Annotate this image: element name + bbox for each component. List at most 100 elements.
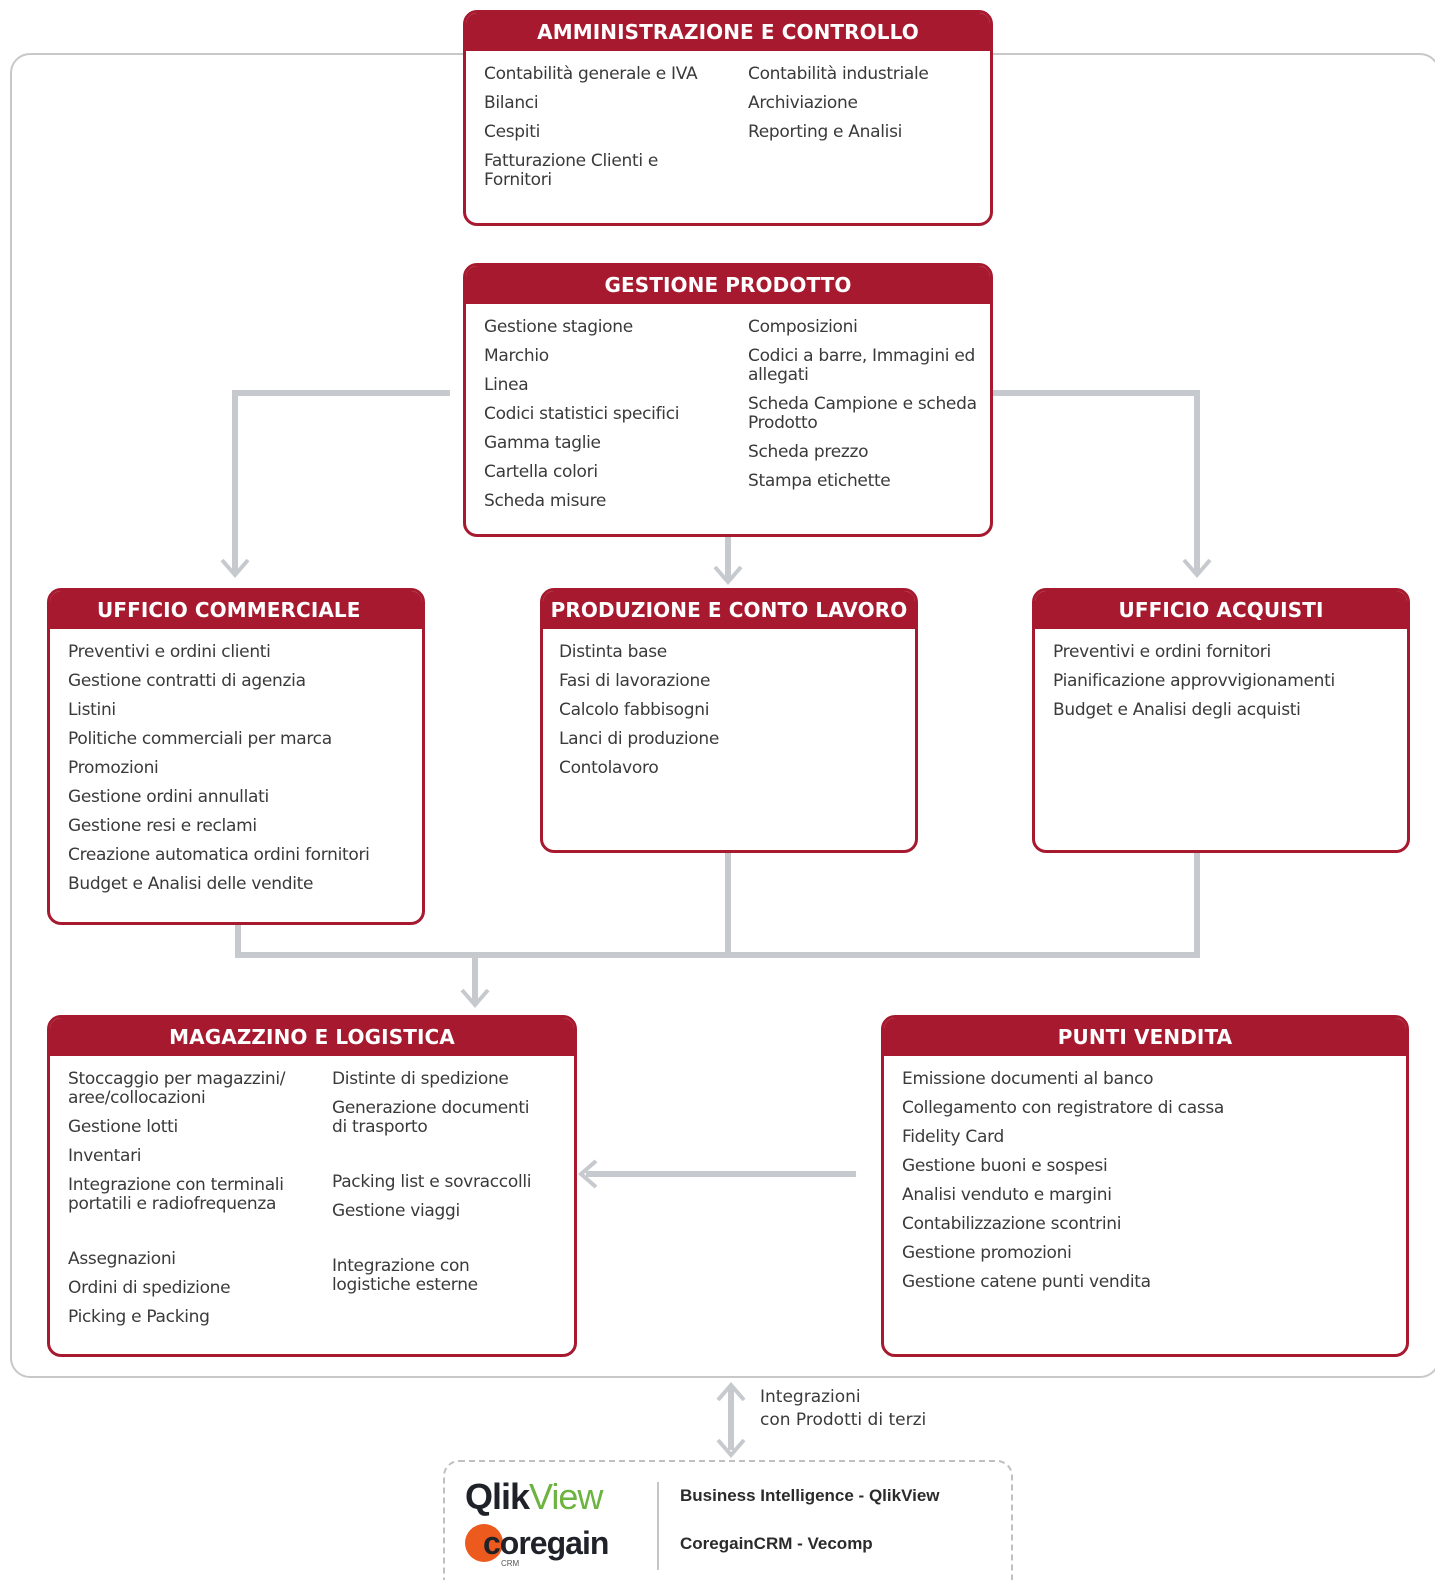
partners-box: QlikView coregain CRM Business Intellige…	[443, 1460, 1013, 1580]
box-produzione-conto-lavoro: PRODUZIONE E CONTO LAVORO Distinta base …	[540, 588, 918, 853]
list-item: Distinte di spedizione	[332, 1069, 509, 1089]
arrowhead-acquisti	[1182, 558, 1212, 579]
list-item: Scheda misure	[484, 491, 607, 511]
coregain-circle-icon	[465, 1524, 503, 1562]
list-item: Scheda Campione e scheda Prodotto	[748, 394, 977, 433]
connector-prodotto-commerciale	[232, 390, 450, 573]
list-item: Gestione contratti di agenzia	[68, 671, 306, 691]
arrowhead-integration-down	[716, 1438, 746, 1459]
list-item: Integrazione con logistiche esterne	[332, 1256, 478, 1295]
list-item: Inventari	[68, 1146, 142, 1166]
list-item: Promozioni	[68, 758, 159, 778]
list-col-2: Distinte di spedizione Generazione docum…	[332, 1070, 557, 1305]
list-item: Budget e Analisi degli acquisti	[1053, 700, 1301, 720]
list-item: Bilanci	[484, 93, 539, 113]
arrowhead-commerciale	[220, 558, 250, 579]
coregain-logo-sub: CRM	[501, 1559, 520, 1568]
box-title: UFFICIO COMMERCIALE	[50, 591, 422, 629]
arrowhead-integration-up	[716, 1381, 746, 1402]
list-item: Codici a barre, Immagini ed allegati	[748, 346, 975, 385]
partner-divider	[657, 1482, 659, 1570]
list-col-1: Gestione stagione Marchio Linea Codici s…	[484, 318, 724, 521]
box-punti-vendita: PUNTI VENDITA Emissione documenti al ban…	[881, 1015, 1409, 1357]
list-item: Gestione stagione	[484, 317, 633, 337]
list-item: Gamma taglie	[484, 433, 601, 453]
box-magazzino-logistica: MAGAZZINO E LOGISTICA Stoccaggio per mag…	[47, 1015, 577, 1357]
integration-label: Integrazioni con Prodotti di terzi	[760, 1386, 926, 1432]
integration-label-line1: Integrazioni	[760, 1387, 861, 1407]
list-item: Codici statistici specifici	[484, 404, 680, 424]
list-item: Emissione documenti al banco	[902, 1069, 1154, 1089]
list-item: Assegnazioni	[68, 1249, 176, 1269]
list-item: Gestione catene punti vendita	[902, 1272, 1151, 1292]
qlikview-logo: QlikView	[465, 1476, 603, 1517]
list-col-1: Contabilità generale e IVA Bilanci Cespi…	[484, 65, 724, 200]
connector-prodotto-acquisti	[982, 390, 1200, 573]
list-col-1: Preventivi e ordini fornitori Pianificaz…	[1053, 643, 1403, 730]
coregain-logo-text: coregain	[483, 1525, 609, 1561]
list-col-1: Preventivi e ordini clienti Gestione con…	[68, 643, 418, 904]
qlik-logo-text: Qlik	[465, 1476, 530, 1517]
box-title: PUNTI VENDITA	[884, 1018, 1406, 1056]
list-item: Lanci di produzione	[559, 729, 720, 749]
list-item: Picking e Packing	[68, 1307, 210, 1327]
box-amministrazione-controllo: AMMINISTRAZIONE E CONTROLLO Contabilità …	[463, 10, 993, 226]
list-item: Creazione automatica ordini fornitori	[68, 845, 370, 865]
list-item: Stoccaggio per magazzini/ aree/collocazi…	[68, 1069, 286, 1108]
qlikview-label: Business Intelligence - QlikView	[680, 1486, 940, 1505]
list-item: Composizioni	[748, 317, 858, 337]
box-ufficio-commerciale: UFFICIO COMMERCIALE Preventivi e ordini …	[47, 588, 425, 925]
list-item: Analisi venduto e margini	[902, 1185, 1112, 1205]
list-item: Reporting e Analisi	[748, 122, 903, 142]
list-col-1: Emissione documenti al banco Collegament…	[902, 1070, 1382, 1302]
arrowhead-pv	[577, 1159, 598, 1189]
box-ufficio-acquisti: UFFICIO ACQUISTI Preventivi e ordini for…	[1032, 588, 1410, 853]
list-col-1: Distinta base Fasi di lavorazione Calcol…	[559, 643, 899, 788]
box-title: AMMINISTRAZIONE E CONTROLLO	[466, 13, 990, 51]
list-item: Archiviazione	[748, 93, 858, 113]
box-gestione-prodotto: GESTIONE PRODOTTO Gestione stagione Marc…	[463, 263, 993, 537]
list-item: Contabilità generale e IVA	[484, 64, 698, 84]
list-item: Calcolo fabbisogni	[559, 700, 710, 720]
list-item: Ordini di spedizione	[68, 1278, 231, 1298]
list-item: Contabilizzazione scontrini	[902, 1214, 1122, 1234]
arrowhead-produzione	[713, 565, 743, 586]
integration-label-line2: con Prodotti di terzi	[760, 1410, 927, 1430]
list-item: Distinta base	[559, 642, 667, 662]
list-item: Gestione buoni e sospesi	[902, 1156, 1108, 1176]
list-item: Listini	[68, 700, 116, 720]
list-item: Gestione lotti	[68, 1117, 178, 1137]
list-item: Generazione documenti di trasporto	[332, 1098, 530, 1137]
list-item: Cartella colori	[484, 462, 598, 482]
list-col-2: Composizioni Codici a barre, Immagini ed…	[748, 318, 978, 501]
box-title: MAGAZZINO E LOGISTICA	[50, 1018, 574, 1056]
box-title: PRODUZIONE E CONTO LAVORO	[543, 591, 915, 629]
list-item: Fasi di lavorazione	[559, 671, 711, 691]
arrowhead-magazzino	[460, 988, 490, 1009]
list-item: Stampa etichette	[748, 471, 891, 491]
list-col-2: Contabilità industriale Archiviazione Re…	[748, 65, 978, 152]
list-item: Preventivi e ordini clienti	[68, 642, 271, 662]
list-item: Gestione promozioni	[902, 1243, 1072, 1263]
list-item: Budget e Analisi delle vendite	[68, 874, 314, 894]
box-title: GESTIONE PRODOTTO	[466, 266, 990, 304]
coregain-label: CoregainCRM - Vecomp	[680, 1534, 873, 1553]
list-item: Integrazione con terminali portatili e r…	[68, 1175, 284, 1214]
list-item: Linea	[484, 375, 529, 395]
list-item: Contolavoro	[559, 758, 659, 778]
list-item: Scheda prezzo	[748, 442, 869, 462]
list-item: Fidelity Card	[902, 1127, 1004, 1147]
list-item: Gestione resi e reclami	[68, 816, 257, 836]
list-item: Pianificazione approvvigionamenti	[1053, 671, 1335, 691]
list-col-1: Stoccaggio per magazzini/ aree/collocazi…	[68, 1070, 298, 1337]
view-logo-text: View	[529, 1476, 603, 1517]
list-item: Preventivi e ordini fornitori	[1053, 642, 1271, 662]
connector-commerciale-merge	[235, 853, 1200, 958]
list-item: Packing list e sovraccolli	[332, 1172, 532, 1192]
list-item: Contabilità industriale	[748, 64, 929, 84]
list-item: Collegamento con registratore di cassa	[902, 1098, 1225, 1118]
list-item: Politiche commerciali per marca	[68, 729, 332, 749]
box-title: UFFICIO ACQUISTI	[1035, 591, 1407, 629]
list-item: Gestione viaggi	[332, 1201, 460, 1221]
